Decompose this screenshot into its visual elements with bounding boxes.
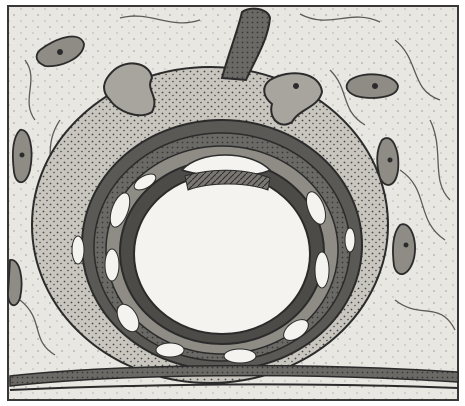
- central-cavity: [134, 174, 310, 334]
